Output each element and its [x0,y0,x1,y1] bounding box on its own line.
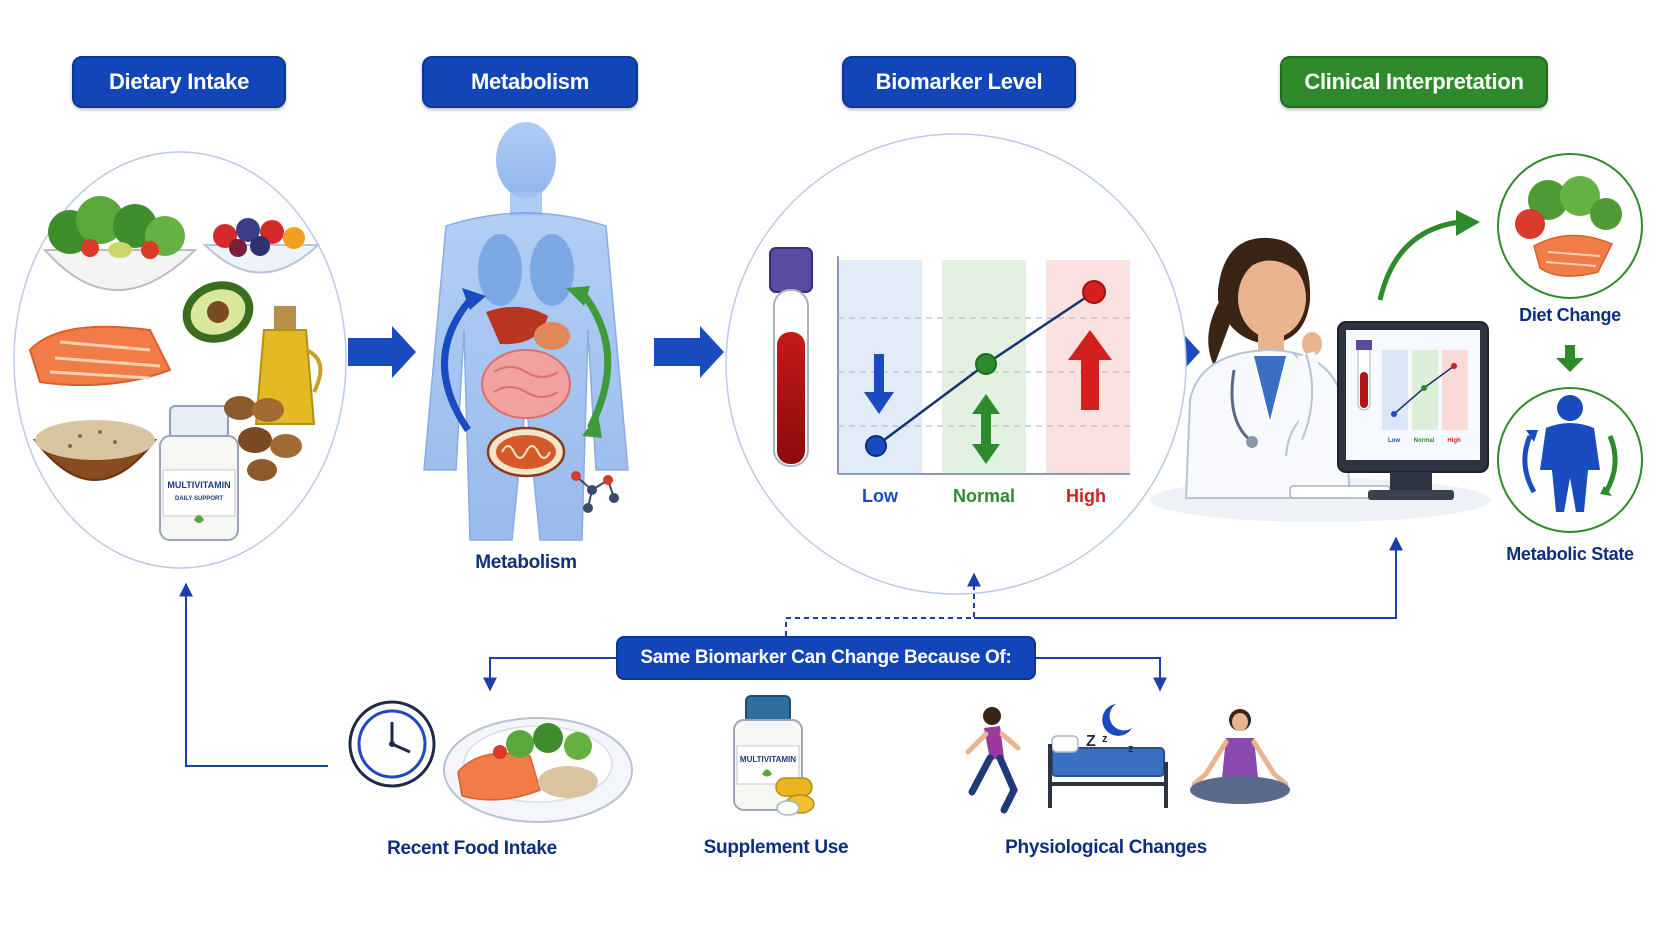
sleep-z-medium: z [1102,733,1108,745]
clock-icon [348,700,436,788]
arrow-updown-icon [972,394,1000,464]
arrow-diet-to-state [1556,345,1584,372]
cause-recent-food-intake: Recent Food Intake [387,838,557,859]
diet-change-label: Diet Change [1519,305,1621,325]
arrow-down-icon [864,354,894,414]
running-person-icon [965,707,1021,814]
sleep-z-large: Z [1086,733,1096,750]
arrow-diet-to-metabolism [348,326,416,378]
low-point [865,435,887,457]
stage-pill-dietary-intake: Dietary Intake [72,56,286,108]
stage-pill-clinical-interpretation: Clinical Interpretation [1280,56,1548,108]
monitor-icon: Low Normal High [1337,321,1489,500]
nuts-icon [224,396,302,481]
grain-bowl-icon [32,420,158,481]
stage-pill-biomarker-level: Biomarker Level [842,56,1076,108]
arrow-metabolism-to-biomarker [654,326,724,378]
svg-text:Low: Low [1388,438,1400,444]
high-point [1082,280,1106,304]
causes-title-box: Same Biomarker Can Change Because Of: [616,636,1036,680]
sleep-z-small: z [1128,743,1134,755]
svg-text:Normal: Normal [1414,438,1435,444]
sleep-bed-icon: Z z z [1048,704,1168,808]
cause-supplement-use: Supplement Use [703,837,849,858]
blood-tube-icon [769,247,813,467]
salad-bowl-icon [42,196,198,291]
svg-text:High: High [1447,438,1461,444]
metabolism-body-illustration [423,122,629,541]
molecule-icon [571,471,619,513]
zone-label-high: High [1066,486,1106,506]
bottle-brand: MULTIVITAMIN [167,480,230,490]
zone-label-low: Low [862,486,899,506]
feedback-connectors [179,536,1403,767]
meditation-person-icon [1190,709,1290,804]
arrow-up-icon [1068,330,1112,410]
zone-label-normal: Normal [953,486,1015,506]
metabolism-caption: Metabolism [475,552,577,573]
food-plate-icon [443,717,633,823]
avocado-icon [182,281,254,343]
svg-text:MULTIVITAMIN: MULTIVITAMIN [740,755,796,764]
cause-physiological-changes: Physiological Changes [1005,837,1207,858]
diet-change-icon [1497,153,1643,299]
stage-pill-metabolism: Metabolism [422,56,638,108]
bottle-subtitle: DAILY SUPPORT [175,496,223,502]
berry-bowl-icon [202,218,321,274]
biomarker-level-illustration: Low Normal High [725,133,1187,595]
clinician-illustration: Low Normal High [1150,210,1490,522]
metabolic-state-icon [1497,387,1643,533]
metabolic-state-label: Metabolic State [1506,544,1634,564]
multivitamin-bottle-icon: MULTIVITAMIN DAILY SUPPORT [159,405,239,541]
salmon-fillet-icon [28,325,172,387]
normal-point [975,353,997,375]
dietary-intake-illustration: MULTIVITAMIN DAILY SUPPORT [13,151,347,569]
supplement-bottle-icon: MULTIVITAMIN [733,695,815,816]
